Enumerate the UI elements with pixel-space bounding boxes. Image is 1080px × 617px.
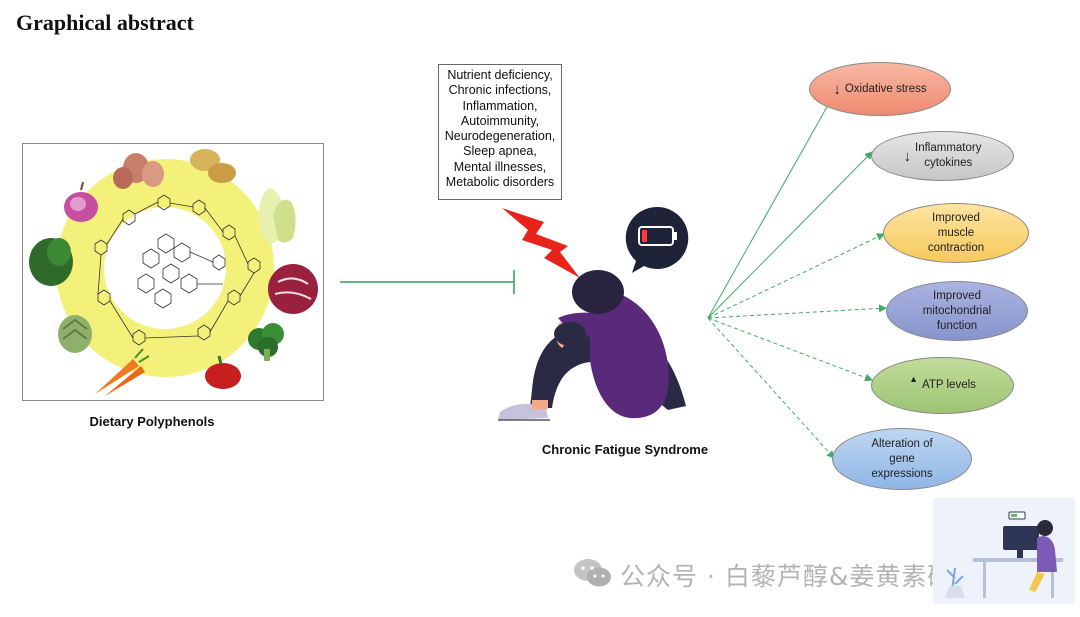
arrow-mitochondrial-function	[707, 304, 887, 319]
down-arrow-icon: ↓	[903, 147, 912, 165]
artichoke-image	[58, 315, 92, 353]
potatoes-image	[190, 149, 236, 183]
cause-item: Autoimmunity,	[460, 113, 540, 128]
watermark-text: 公众号 · 白藜芦醇&姜黄素研究	[620, 562, 980, 591]
cause-item: Sleep apnea,	[463, 144, 537, 159]
arrow-atp-levels	[707, 317, 873, 382]
inhibition-line	[340, 270, 515, 294]
onion-image	[64, 181, 98, 222]
yellow-ring	[56, 159, 274, 377]
outcome-atp-levels: ▲ ATP levels	[871, 357, 1014, 414]
wechat-icon	[574, 559, 611, 587]
radicchio-image	[268, 264, 318, 314]
molecular-structures	[94, 194, 261, 346]
outcome-oxidative-stress: ↓ Oxidative stress	[809, 62, 951, 116]
polyphenols-label: Dietary Polyphenols	[89, 414, 215, 429]
arrow-oxidative-stress	[707, 97, 833, 319]
lightning-bolt-icon	[502, 208, 580, 278]
fatigued-person-illustration	[498, 270, 686, 421]
polyphenols-illustration	[29, 149, 318, 396]
person-at-desk-image	[933, 498, 1075, 604]
outcome-label: ATP levels	[922, 379, 976, 391]
arrow-inflammatory-cytokines	[707, 151, 873, 319]
low-battery-bubble	[625, 206, 689, 273]
up-arrow-icon: ▲	[909, 374, 918, 384]
cause-item: Nutrient deficiency,	[447, 68, 553, 82]
figure-title: Graphical abstract	[16, 10, 194, 35]
red-pepper-image	[205, 355, 241, 389]
arrow-gene-expression	[707, 317, 835, 459]
cfs-label: Chronic Fatigue Syndrome	[541, 442, 709, 457]
down-arrow-icon: ↓	[833, 80, 841, 98]
broccoli-image	[248, 323, 284, 361]
cause-item: Mental illnesses,	[453, 159, 547, 174]
cause-item: Metabolic disorders	[445, 175, 555, 190]
cause-item: Inflammation,	[462, 98, 538, 113]
battery-icon	[638, 226, 677, 246]
outcome-label: Oxidative stress	[844, 82, 927, 95]
shallots-image	[113, 153, 164, 189]
carrots-image	[95, 348, 150, 396]
endive-image	[258, 188, 296, 244]
cause-item: Chronic infections,	[448, 83, 552, 98]
causes-box: Nutrient deficiency, Chronic infections,…	[438, 64, 562, 200]
spinach-image	[29, 238, 73, 286]
outcome-arrows	[707, 97, 887, 459]
polyphenols-image-panel	[22, 143, 324, 401]
arrow-muscle-contraction	[707, 233, 885, 319]
cause-item: Neurodegeneration,	[444, 129, 556, 144]
